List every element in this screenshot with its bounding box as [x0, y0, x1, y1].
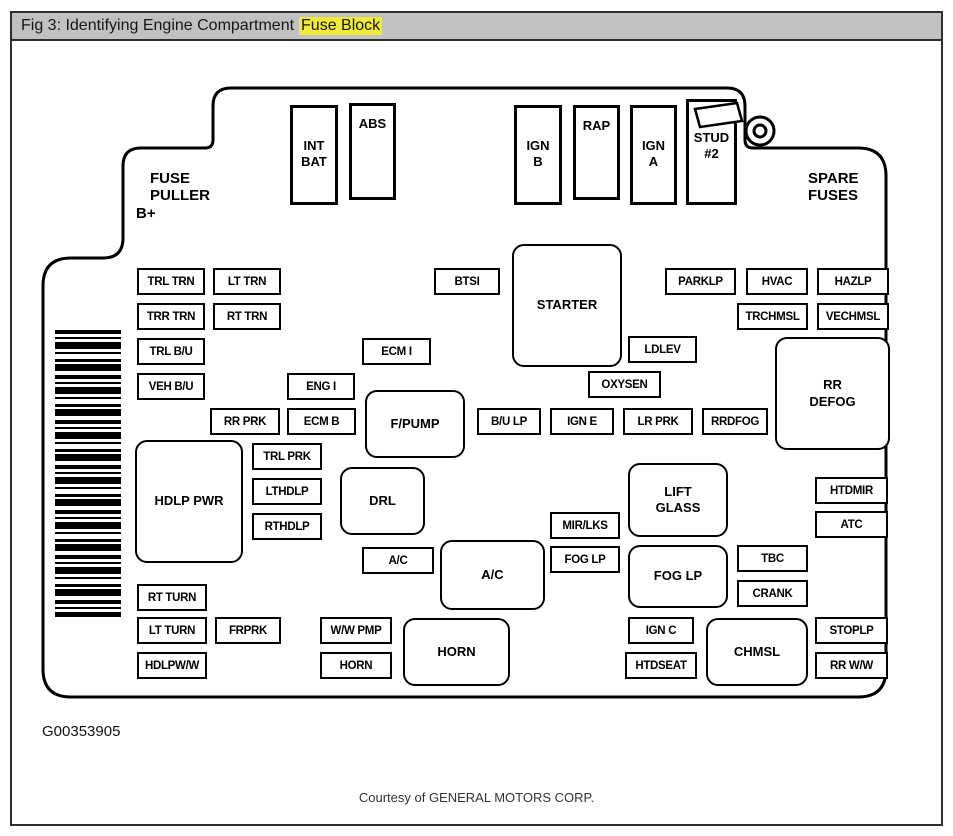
fuse-atc: ATC	[815, 511, 888, 538]
fuse-trchmsl: TRCHMSL	[737, 303, 808, 330]
fuse-lthdlp: LTHDLP	[252, 478, 322, 505]
fuse-lt-turn: LT TURN	[137, 617, 207, 644]
fuse-tbc: TBC	[737, 545, 808, 572]
fuse-puller-label: FUSE PULLER	[150, 170, 210, 205]
fuse-rap: RAP	[573, 105, 620, 200]
fuse-fog-lp: FOG LP	[550, 546, 620, 573]
fuse-trl-prk: TRL PRK	[252, 443, 322, 470]
fuse-lr-prk: LR PRK	[623, 408, 693, 435]
relay-hdlp-pwr: HDLP PWR	[135, 440, 243, 563]
fuse-ecm-i: ECM I	[362, 338, 431, 365]
fuse-rthdlp: RTHDLP	[252, 513, 322, 540]
fuse-ign-b: IGN B	[514, 105, 562, 205]
fuse-ww-pmp: W/W PMP	[320, 617, 392, 644]
fuse-ign-c: IGN C	[628, 617, 694, 644]
relay-starter: STARTER	[512, 244, 622, 367]
fuse-trl-bu: TRL B/U	[137, 338, 205, 365]
fuse-frprk: FRPRK	[215, 617, 281, 644]
fuse-rrdfog: RRDFOG	[702, 408, 768, 435]
figure-code: G00353905	[42, 723, 121, 740]
fuse-btsi: BTSI	[434, 268, 500, 295]
figure-title-bar: Fig 3: Identifying Engine Compartment Fu…	[12, 13, 941, 41]
relay-chmsl: CHMSL	[706, 618, 808, 686]
fuse-hazlp: HAZLP	[817, 268, 889, 295]
fuse-horn: HORN	[320, 652, 392, 679]
barcode	[55, 330, 121, 617]
fuse-hdlpww: HDLPW/W	[137, 652, 207, 679]
fuse-stoplp: STOPLP	[815, 617, 888, 644]
relay-drl: DRL	[340, 467, 425, 535]
fuse-lt-trn: LT TRN	[213, 268, 281, 295]
relay-rr-defog: RR DEFOG	[775, 337, 890, 450]
fuse-vechmsl: VECHMSL	[817, 303, 889, 330]
spare-fuses-label: SPARE FUSES	[808, 170, 859, 205]
fuse-rt-trn: RT TRN	[213, 303, 281, 330]
courtesy-note: Courtesy of GENERAL MOTORS CORP.	[358, 790, 595, 805]
fuse-htdseat: HTDSEAT	[625, 652, 697, 679]
b-plus-label: B+	[136, 205, 156, 222]
fuse-trl-trn: TRL TRN	[137, 268, 205, 295]
fuse-ldlev: LDLEV	[628, 336, 697, 363]
fuse-crank: CRANK	[737, 580, 808, 607]
figure-title: Fig 3: Identifying Engine Compartment	[21, 17, 295, 34]
fuse-ac: A/C	[362, 547, 434, 574]
relay-ac: A/C	[440, 540, 545, 610]
fuse-oxysen: OXYSEN	[588, 371, 661, 398]
fuse-mir-lks: MIR/LKS	[550, 512, 620, 539]
fuse-ecm-b: ECM B	[287, 408, 356, 435]
fuse-int-bat: INT BAT	[290, 105, 338, 205]
fuse-rr-ww: RR W/W	[815, 652, 888, 679]
fuse-hvac: HVAC	[746, 268, 808, 295]
relay-lift-glass: LIFT GLASS	[628, 463, 728, 537]
relay-fog-lp: FOG LP	[628, 545, 728, 608]
fuse-eng-i: ENG I	[287, 373, 355, 400]
fuse-ign-a: IGN A	[630, 105, 677, 205]
fuse-rr-prk: RR PRK	[210, 408, 280, 435]
fuse-abs: ABS	[349, 103, 396, 200]
fuse-stud-2: STUD #2	[686, 99, 737, 205]
fuse-bu-lp: B/U LP	[477, 408, 541, 435]
relay-horn: HORN	[403, 618, 510, 686]
fuse-parklp: PARKLP	[665, 268, 736, 295]
fuse-veh-bu: VEH B/U	[137, 373, 205, 400]
fuse-ign-e: IGN E	[550, 408, 614, 435]
figure-title-highlight: Fuse Block	[299, 17, 383, 35]
relay-f-pump: F/PUMP	[365, 390, 465, 458]
fuse-rt-turn: RT TURN	[137, 584, 207, 611]
fuse-htdmir: HTDMIR	[815, 477, 888, 504]
fuse-trr-trn: TRR TRN	[137, 303, 205, 330]
